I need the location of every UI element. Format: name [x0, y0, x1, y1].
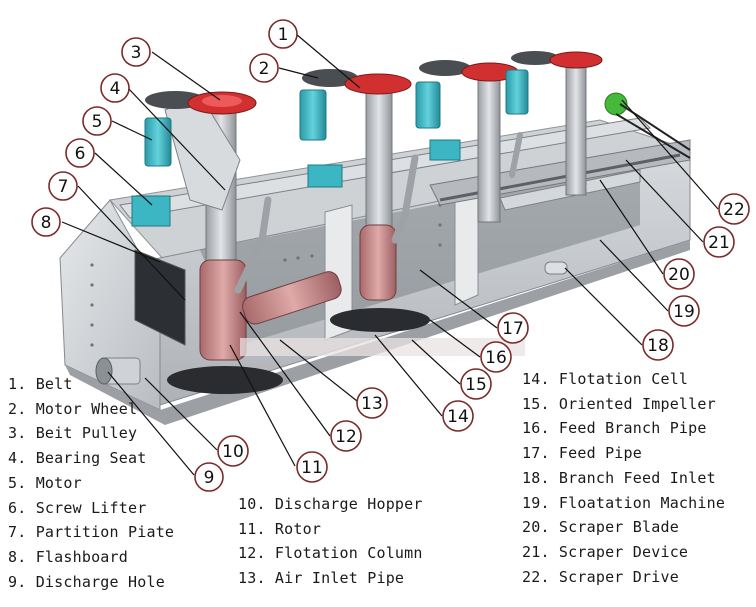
- legend-item: 11. Rotor: [238, 519, 322, 538]
- callout-number: 15: [465, 375, 487, 395]
- callout-17: 17: [497, 312, 529, 344]
- machine-illustration: [59, 51, 691, 425]
- callout-18: 18: [642, 329, 674, 361]
- legend-item: 3. Beit Pulley: [8, 424, 138, 443]
- legend-item: 8. Flashboard: [8, 547, 128, 566]
- callout-number: 14: [447, 407, 469, 427]
- legend-item: 14. Flotation Cell: [522, 370, 689, 388]
- callout-10: 10: [217, 435, 249, 467]
- callout-number: 10: [222, 442, 244, 462]
- legend-item: 21. Scraper Device: [522, 542, 689, 561]
- callout-markers: 1 2 3 4 5 6 7 8 9 10 11 12 13 14 15 16 1…: [31, 19, 750, 492]
- legend-item: 10. Discharge Hopper: [238, 495, 423, 513]
- discharge-hole-part: [95, 357, 141, 385]
- callout-number: 19: [673, 302, 695, 322]
- legend-item: 20. Scraper Blade: [522, 518, 679, 537]
- legend-item: 7. Partition Piate: [8, 523, 175, 542]
- callout-19: 19: [668, 295, 700, 327]
- flotation-unit-1: [131, 91, 342, 394]
- legend-item: 5. Motor: [8, 473, 82, 492]
- callout-16: 16: [480, 341, 512, 373]
- callout-number: 5: [92, 112, 103, 132]
- callout-9: 9: [194, 462, 224, 492]
- legend-item: 13. Air Inlet Pipe: [238, 569, 405, 588]
- legend-column-2: 10. Discharge Hopper 11. Rotor 12. Flota…: [238, 492, 423, 591]
- callout-number: 2: [259, 59, 270, 79]
- callout-8: 8: [31, 207, 61, 237]
- callout-number: 20: [668, 265, 690, 285]
- legend-column-1: 1. Belt 2. Motor Wheel 3. Beit Pulley 4.…: [8, 372, 174, 594]
- callout-20: 20: [663, 258, 695, 290]
- callout-14: 14: [442, 400, 474, 432]
- callout-number: 13: [361, 394, 383, 414]
- callout-number: 1: [278, 25, 289, 45]
- legend-item: 12. Flotation Column: [238, 544, 423, 563]
- callout-1: 1: [268, 19, 298, 49]
- legend-item: 22. Scraper Drive: [522, 567, 679, 586]
- callout-7: 7: [48, 171, 78, 201]
- callout-number: 3: [131, 43, 142, 63]
- callout-number: 17: [502, 319, 524, 339]
- legend-item: 1. Belt: [8, 375, 73, 393]
- flotation-unit-4: [505, 51, 603, 196]
- callout-13: 13: [356, 387, 388, 419]
- callout-number: 8: [41, 213, 52, 233]
- flotation-unit-2: [299, 69, 430, 332]
- callout-number: 6: [75, 144, 86, 164]
- callout-number: 7: [58, 177, 69, 197]
- callout-number: 11: [301, 458, 323, 478]
- callout-15: 15: [460, 368, 492, 400]
- callout-21: 21: [703, 226, 735, 258]
- flashboard-panel: [134, 249, 186, 346]
- obscured-band: [240, 338, 525, 356]
- callout-number: 22: [723, 200, 745, 220]
- legend-item: 6. Screw Lifter: [8, 498, 147, 517]
- callout-5: 5: [82, 106, 112, 136]
- callout-2: 2: [249, 53, 279, 83]
- legend-item: 2. Motor Wheel: [8, 399, 138, 418]
- callout-6: 6: [65, 138, 95, 168]
- callout-4: 4: [100, 73, 130, 103]
- legend-item: 19. Floatation Machine: [522, 493, 726, 512]
- callout-number: 12: [335, 427, 357, 447]
- callout-number: 21: [708, 233, 730, 253]
- legend-column-3: 14. Flotation Cell 15. Oriented Impeller…: [522, 367, 725, 589]
- callout-number: 9: [204, 468, 215, 488]
- callout-number: 4: [110, 79, 121, 99]
- callout-number: 16: [485, 348, 507, 368]
- callout-22: 22: [718, 193, 750, 225]
- callout-12: 12: [330, 420, 362, 452]
- legend-item: 9. Discharge Hole: [8, 572, 165, 591]
- legend-item: 15. Oriented Impeller: [522, 394, 716, 413]
- leader-lines: [61, 33, 719, 476]
- legend-item: 4. Bearing Seat: [8, 449, 147, 468]
- feed-pipe-2: [391, 154, 419, 244]
- callout-3: 3: [121, 37, 151, 67]
- legend-item: 16. Feed Branch Pipe: [522, 419, 707, 438]
- feed-pipe-3: [509, 132, 523, 178]
- feed-pipe-1: [234, 196, 272, 294]
- callout-11: 11: [296, 451, 328, 483]
- legend-item: 17. Feed Pipe: [522, 444, 642, 463]
- callout-number: 18: [647, 336, 669, 356]
- legend-item: 18. Branch Feed Inlet: [522, 468, 716, 487]
- branch-feed-inlet-part: [544, 261, 568, 275]
- flotation-unit-3: [415, 60, 519, 223]
